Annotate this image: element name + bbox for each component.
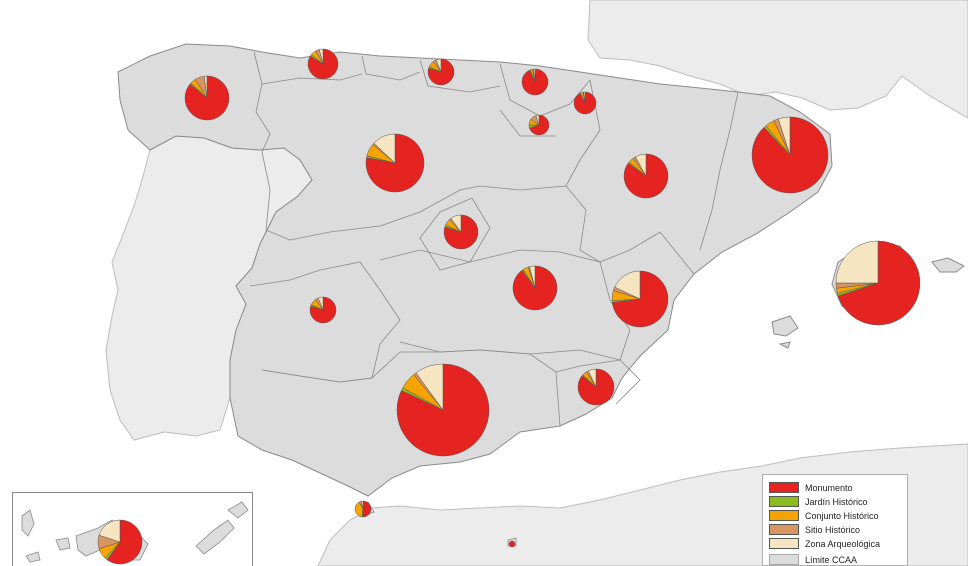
pie-extremadura [309, 296, 337, 324]
pie-valencia-slice-4 [614, 270, 641, 300]
pie-catalonia [751, 116, 829, 194]
pie-murcia [577, 368, 615, 406]
legend-label-limite: Límite CCAA [805, 554, 858, 565]
legend-item-limite: Límite CCAA [769, 553, 857, 566]
legend-swatch-jardin [769, 496, 799, 507]
boundary-asturias [261, 73, 363, 85]
ccaa-boundaries [249, 51, 739, 427]
pie-asturias [307, 48, 339, 80]
legend-swatch-sitio [769, 524, 799, 535]
pie-castilla-leon-slice-0 [365, 133, 425, 193]
pie-madrid [443, 214, 479, 250]
pie-asturias-slice-4 [318, 48, 324, 65]
legend-item-jardin: Jardín Histórico [769, 495, 868, 508]
legend-label-monumento: Monumento [805, 482, 853, 493]
pie-valencia [611, 270, 669, 328]
pie-navarra-slice-4 [583, 91, 586, 104]
legend-swatch-limite [769, 554, 799, 565]
legend-swatch-conjunto [769, 510, 799, 521]
pie-madrid-slice-4 [450, 214, 462, 233]
legend-item-conjunto: Conjunto Histórico [769, 509, 879, 522]
pie-balearic-slice-4 [835, 240, 879, 284]
pie-melilla [508, 540, 516, 548]
legend-label-conjunto: Conjunto Histórico [805, 510, 879, 521]
legend-label-jardin: Jardín Histórico [805, 496, 868, 507]
pie-extremadura-slice-4 [317, 296, 324, 311]
pie-andalucia [396, 363, 490, 457]
pie-canarias-slice-0 [106, 519, 143, 565]
formentera [778, 341, 791, 349]
boundary-castilla-leon [261, 151, 567, 241]
pie-melilla-slice-0 [508, 540, 516, 548]
pie-castilla-leon-slice-4 [373, 133, 396, 164]
menorca [931, 257, 965, 273]
pie-galicia [184, 75, 230, 121]
pie-canarias [97, 519, 143, 565]
boundary-cantabria [361, 55, 421, 81]
pie-castilla-leon [365, 133, 425, 193]
boundary-andalucia [261, 349, 561, 427]
pie-andalucia-slice-4 [415, 363, 444, 411]
pie-ceuta-slice-0 [362, 500, 372, 518]
legend-label-zona: Zona Arqueológica [805, 538, 881, 549]
pie-ceuta-slice-4 [360, 500, 364, 510]
pie-castilla-mancha [512, 265, 558, 311]
boundary-valencia [599, 231, 695, 275]
boundary-rioja [499, 109, 556, 137]
legend-label-sitio: Sitio Histórico [805, 524, 861, 535]
boundary-galicia [253, 51, 271, 153]
la-palma [21, 509, 35, 537]
ibiza [771, 315, 799, 337]
boundary-catalonia [699, 91, 739, 251]
pie-murcia-slice-4 [588, 368, 597, 388]
legend-swatch-zona [769, 538, 799, 549]
legend-item-sitio: Sitio Histórico [769, 523, 860, 536]
pie-navarra [573, 91, 597, 115]
legend-swatch-monumento [769, 482, 799, 493]
pie-aragon-slice-4 [635, 153, 647, 177]
pie-canarias-slice-4 [98, 519, 121, 543]
boundary-murcia [555, 359, 641, 405]
pie-balearic-slice-0 [837, 240, 921, 326]
pie-cantabria [427, 58, 455, 86]
pie-catalonia-slice-4 [777, 116, 791, 156]
fuerteventura [195, 519, 235, 555]
pie-cantabria-slice-4 [435, 58, 442, 73]
pie-ceuta [354, 500, 372, 518]
pie-basque [521, 68, 549, 96]
pie-charts [97, 48, 921, 565]
pie-castilla-mancha-slice-4 [529, 265, 536, 289]
legend: Monumento Jardín Histórico Conjunto Hist… [762, 474, 908, 566]
pie-basque-slice-4 [533, 68, 536, 83]
pie-rioja [528, 114, 550, 136]
pie-galicia-slice-4 [203, 75, 208, 99]
france-land [587, 0, 968, 119]
lanzarote [227, 501, 249, 519]
pie-aragon [623, 153, 669, 199]
legend-item-monumento: Monumento [769, 481, 853, 494]
legend-item-zona: Zona Arqueológica [769, 537, 880, 550]
la-gomera [55, 537, 71, 551]
boundary-madrid [419, 197, 491, 271]
boundary-basque [419, 59, 501, 93]
pie-rioja-slice-4 [535, 114, 540, 126]
el-hierro [25, 551, 41, 563]
pie-balearic [835, 240, 921, 326]
